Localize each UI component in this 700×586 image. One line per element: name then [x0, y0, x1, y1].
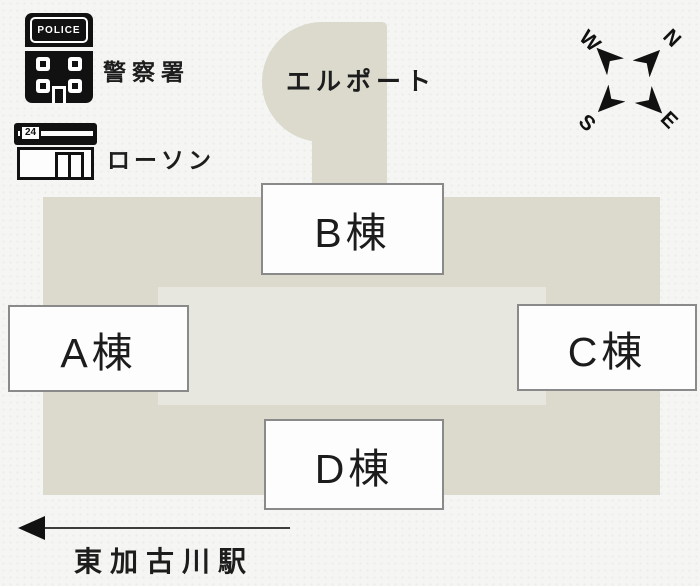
compass: N E S W: [530, 0, 700, 180]
building-d-label: D棟: [314, 445, 394, 492]
lawson-label: ローソン: [107, 147, 215, 173]
building-a-label-box: A棟: [8, 305, 189, 392]
lawson-store-icon: 24: [14, 123, 97, 180]
station-arrow-head-icon: [18, 516, 45, 540]
store-awning-stripe: [18, 131, 93, 136]
police-window: [36, 57, 50, 71]
building-c-label: C棟: [567, 328, 647, 375]
police-window: [36, 79, 50, 93]
store-awning: 24: [14, 123, 97, 145]
building-b-label: B棟: [314, 210, 391, 256]
police-window: [68, 57, 82, 71]
building-d-label-box: D棟: [264, 419, 444, 510]
building-c-label-box: C棟: [517, 304, 697, 391]
police-icon-body: [25, 51, 93, 103]
elport-label: エルポート: [286, 68, 437, 96]
police-station-label: 警察署: [103, 59, 190, 85]
elport-building-stem: [312, 100, 387, 197]
store-24h-badge: 24: [20, 125, 42, 141]
police-banner: POLICE: [30, 17, 88, 43]
police-station-icon: POLICE: [25, 13, 93, 103]
station-label: 東加古川駅: [74, 546, 255, 577]
store-door: [55, 152, 84, 177]
building-a-label: A棟: [60, 329, 137, 376]
police-door: [52, 86, 66, 103]
station-arrow-line: [42, 527, 290, 529]
building-b-label-box: B棟: [261, 183, 444, 275]
courtyard: [158, 287, 546, 405]
police-window: [68, 79, 82, 93]
police-icon-divider: [25, 47, 93, 51]
store-front: [17, 147, 94, 180]
